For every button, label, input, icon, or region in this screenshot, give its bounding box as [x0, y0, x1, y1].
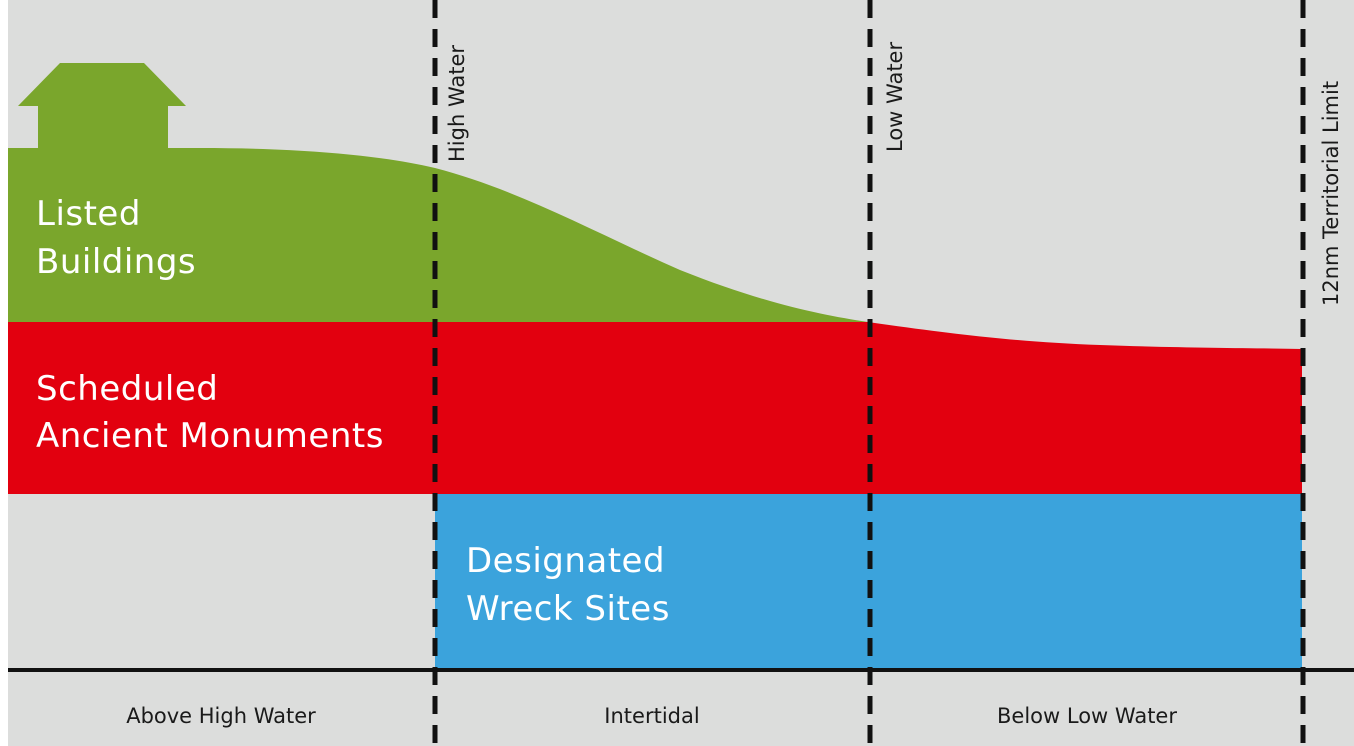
- scheduled-monuments-label-line-1: Scheduled: [36, 369, 218, 409]
- zone-label-above-high-water: Above High Water: [126, 704, 316, 728]
- scheduled-monuments-label-line-2: Ancient Monuments: [36, 416, 384, 456]
- zone-label-below-low-water: Below Low Water: [997, 704, 1177, 728]
- scheduled-monuments-band: [8, 322, 1302, 494]
- wreck-sites-label: Designated Wreck Sites: [466, 541, 676, 629]
- wreck-sites-label-line-1: Designated: [466, 541, 665, 581]
- zone-label-intertidal: Intertidal: [604, 704, 699, 728]
- listed-buildings-label-line-1: Listed: [36, 194, 141, 234]
- listed-buildings-band: [8, 148, 868, 322]
- territorial-limit-label: 12nm Territorial Limit: [1319, 81, 1343, 306]
- high-water-label: High Water: [445, 45, 469, 162]
- wreck-sites-label-line-2: Wreck Sites: [466, 589, 670, 629]
- zone-strip: [8, 670, 1354, 746]
- listed-buildings-label: Listed Buildings: [36, 194, 196, 282]
- listed-buildings-label-line-2: Buildings: [36, 242, 196, 282]
- low-water-label: Low Water: [883, 42, 907, 152]
- house-icon: [18, 63, 186, 148]
- scheduled-monuments-label: Scheduled Ancient Monuments: [36, 369, 384, 456]
